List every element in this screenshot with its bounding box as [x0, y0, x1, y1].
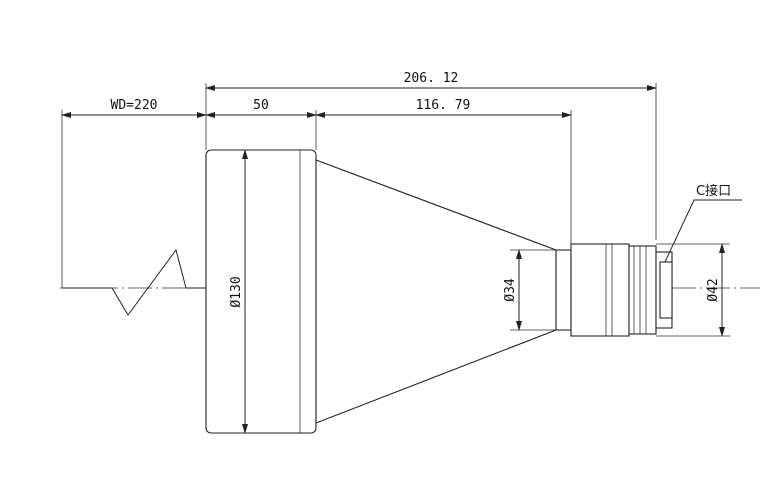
front-diameter-label: Ø130 [229, 276, 244, 307]
working-distance-label: WD=220 [111, 98, 158, 113]
rear-barrel [570, 243, 630, 337]
mount-diameter-label: Ø42 [706, 278, 721, 301]
rear-barrel-front [555, 249, 572, 331]
wd-break-line [62, 248, 206, 316]
body-length-label: 116. 79 [416, 98, 471, 113]
rear-diameter-label: Ø34 [503, 278, 518, 302]
c-mount-leader [664, 199, 742, 263]
c-mount-inner [659, 261, 673, 319]
front-length-label: 50 [253, 98, 269, 113]
conical-body [315, 159, 557, 424]
total-length-label: 206. 12 [404, 71, 459, 86]
front-barrel [205, 149, 317, 434]
focus-ring [628, 245, 657, 335]
c-mount-label: C接口 [696, 183, 731, 199]
